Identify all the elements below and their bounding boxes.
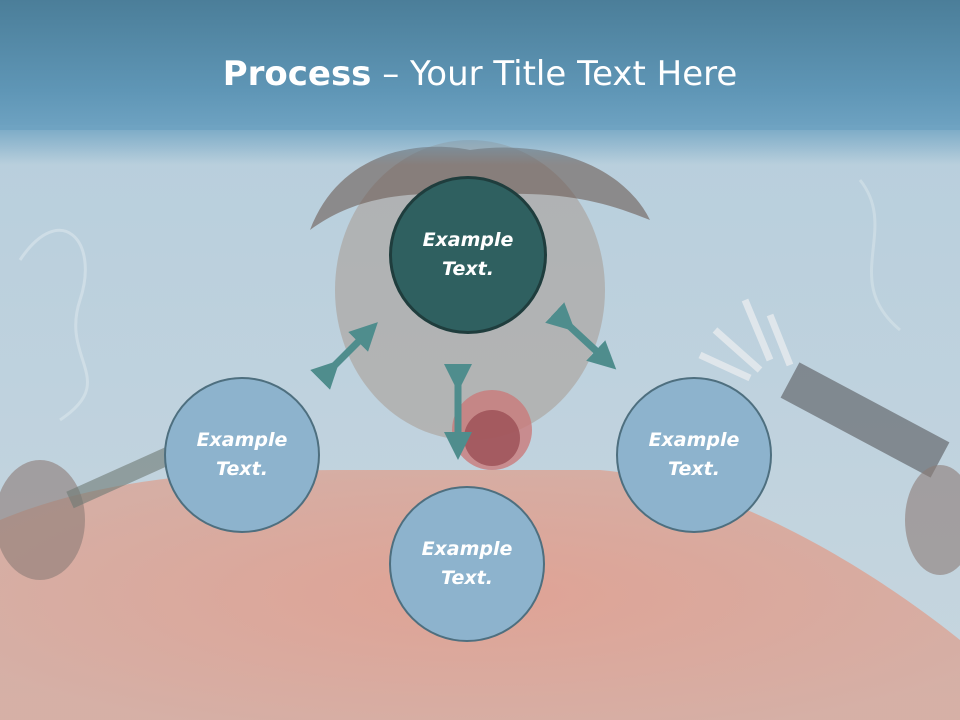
right-circle-text: Example Text. — [649, 426, 740, 484]
bottom-circle-text: Example Text. — [422, 535, 513, 593]
right-circle: Example Text. — [616, 377, 772, 533]
center-circle-line2: Text. — [442, 258, 494, 280]
title-bar-fade — [0, 125, 960, 165]
title-rest: – Your Title Text Here — [371, 54, 738, 94]
right-circle-line2: Text. — [668, 458, 720, 480]
slide-title: Process – Your Title Text Here — [0, 52, 960, 96]
bottom-circle-line2: Text. — [441, 567, 493, 589]
title-bold: Process — [222, 54, 372, 94]
left-circle-text: Example Text. — [197, 426, 288, 484]
title-bar — [0, 0, 960, 130]
center-circle: Example Text. — [389, 176, 547, 334]
left-circle: Example Text. — [164, 377, 320, 533]
arrow-top-right — [545, 302, 617, 370]
center-circle-line1: Example — [422, 229, 514, 251]
bottom-circle-line1: Example — [421, 538, 513, 560]
left-circle-line1: Example — [196, 429, 288, 451]
left-circle-line2: Text. — [216, 458, 268, 480]
bottom-circle: Example Text. — [389, 486, 545, 642]
center-circle-text: Example Text. — [423, 226, 514, 284]
right-circle-line1: Example — [648, 429, 740, 451]
arrow-top-left — [310, 322, 378, 390]
